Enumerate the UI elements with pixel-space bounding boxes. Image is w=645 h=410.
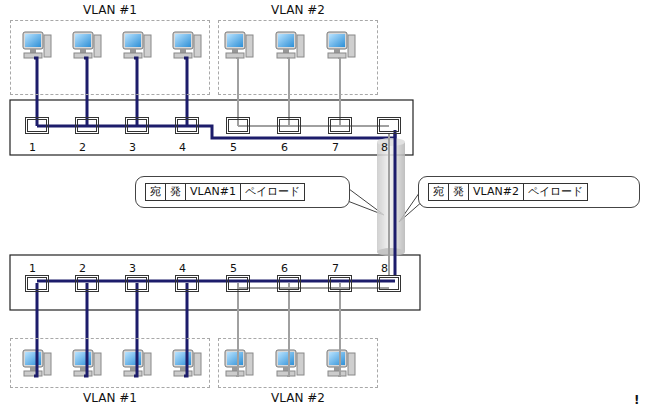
switch-port: 1	[25, 275, 49, 292]
trunk-link	[389, 134, 395, 275]
switch-port: 1	[25, 117, 49, 134]
vlan-label: VLAN #1	[11, 3, 209, 17]
pc-icon	[276, 32, 304, 58]
wire	[236, 283, 238, 376]
port-number: 3	[129, 142, 136, 154]
wire	[287, 58, 289, 126]
wire	[134, 283, 137, 376]
port-number: 6	[281, 142, 288, 154]
port-number: 3	[129, 263, 136, 275]
frame-field: VLAN#1	[185, 183, 241, 201]
pc-icon	[23, 32, 51, 58]
wire	[338, 283, 340, 376]
wire	[34, 283, 37, 376]
wire	[34, 58, 37, 126]
pc-icon	[225, 32, 253, 58]
switch-port: 6	[277, 275, 301, 292]
switch-port: 2	[75, 275, 99, 292]
switch-port: 7	[328, 275, 352, 292]
vlan-group: VLAN #1	[10, 338, 210, 388]
wire	[238, 125, 389, 127]
trunk-cylinder	[377, 138, 405, 256]
frame-field: VLAN#2	[468, 183, 524, 201]
frame-field: 発	[165, 183, 186, 201]
vlan-group: VLAN #1	[10, 20, 210, 95]
switch-port: 8	[377, 117, 401, 134]
wires	[34, 58, 395, 376]
wire	[184, 283, 187, 376]
vlan-label: VLAN #2	[219, 391, 377, 405]
switch-port: 8	[377, 275, 401, 292]
port-number: 1	[29, 142, 36, 154]
wire	[184, 58, 187, 126]
wire	[134, 58, 137, 126]
switch-port: 3	[125, 117, 149, 134]
switch-port: 5	[226, 275, 250, 292]
port-number: 7	[332, 142, 339, 154]
port-number: 8	[381, 142, 388, 154]
switch-port: 5	[226, 117, 250, 134]
trunk-line-vlan1	[394, 134, 397, 275]
vlan-label: VLAN #2	[219, 3, 377, 17]
wire	[37, 280, 395, 283]
switch-top	[10, 100, 413, 155]
wire	[84, 283, 87, 376]
pc-icon	[327, 32, 355, 58]
pc-icon	[73, 32, 101, 58]
wire	[236, 58, 238, 126]
note-mark: !	[634, 393, 639, 407]
trunk-line-vlan2	[388, 134, 390, 275]
wire	[338, 58, 340, 126]
port-number: 1	[29, 263, 36, 275]
pc-icon	[123, 32, 151, 58]
wire	[238, 287, 389, 289]
switch-port: 2	[75, 117, 99, 134]
port-number: 2	[79, 263, 86, 275]
pc-icon	[173, 32, 201, 58]
port-number: 7	[332, 263, 339, 275]
frame-callout: 宛発VLAN#1ペイロード	[135, 176, 350, 208]
port-number: 4	[179, 263, 186, 275]
port-number: 4	[179, 142, 186, 154]
port-number: 8	[381, 263, 388, 275]
port-number: 5	[230, 263, 237, 275]
vlan-group: VLAN #2	[218, 338, 378, 388]
switch-port: 7	[328, 117, 352, 134]
frame-field: 発	[448, 183, 469, 201]
frame-field: 宛	[145, 183, 166, 201]
port-number: 5	[230, 142, 237, 154]
switch-port: 6	[277, 117, 301, 134]
wire	[287, 283, 289, 376]
switch-port: 4	[175, 117, 199, 134]
frame-field: 宛	[428, 183, 449, 201]
switch-bottom	[10, 255, 420, 310]
frame-field: ペイロード	[523, 183, 588, 201]
wire	[84, 58, 87, 126]
port-number: 6	[281, 263, 288, 275]
switch-port: 3	[125, 275, 149, 292]
pc-icons	[23, 32, 355, 376]
frame-callout: 宛発VLAN#2ペイロード	[418, 176, 640, 208]
port-number: 2	[79, 142, 86, 154]
frame-field: ペイロード	[240, 183, 305, 201]
vlan-group: VLAN #2	[218, 20, 378, 95]
vlan-label: VLAN #1	[11, 391, 209, 405]
switch-port: 4	[175, 275, 199, 292]
